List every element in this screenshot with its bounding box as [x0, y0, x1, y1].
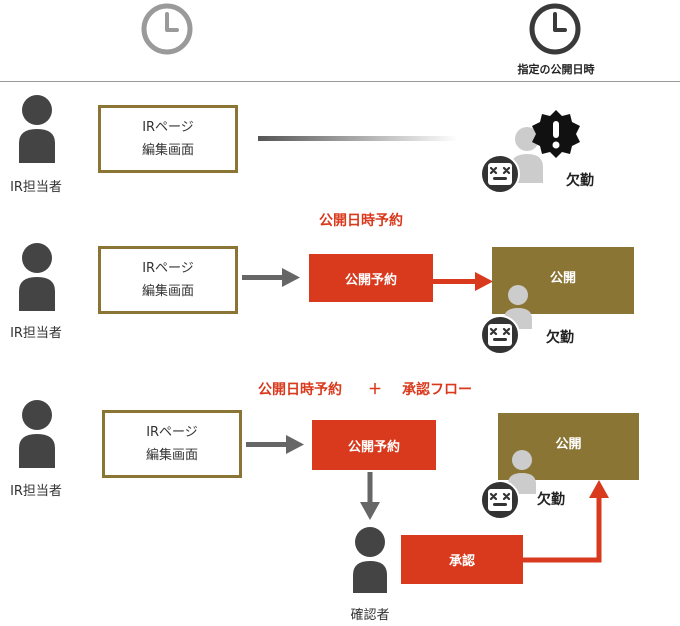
person-icon: [19, 400, 55, 468]
reserve-publish-box: 公開予約: [309, 254, 433, 302]
row-title-part2: 承認フロー: [402, 382, 472, 398]
actor-label: IR担当者: [10, 326, 62, 341]
edit-screen-box: IRページ 編集画面: [98, 105, 238, 173]
person-icon: [19, 95, 55, 163]
edit-screen-box: IRページ 編集画面: [102, 410, 242, 478]
absent-label: 欠勤: [566, 173, 594, 189]
clock-icon: [141, 3, 193, 55]
edit-line-2: 編集画面: [141, 143, 194, 158]
actor-label: IR担当者: [10, 484, 62, 499]
edit-line-1: IRページ: [142, 120, 194, 135]
absent-label: 欠勤: [537, 492, 565, 508]
edit-line-1: IRページ: [146, 425, 198, 440]
arrow-red: [433, 272, 493, 291]
edit-line-2: 編集画面: [145, 448, 198, 463]
approve-box: 承認: [401, 535, 523, 584]
arrow-gray-down: [360, 472, 380, 520]
absent-label: 欠勤: [546, 330, 574, 346]
exclamation-badge-icon: [532, 110, 580, 158]
edit-screen-box: IRページ 編集画面: [98, 246, 238, 314]
edit-line-1: IRページ: [142, 261, 194, 276]
edit-line-2: 編集画面: [141, 284, 194, 299]
arrow-red-up: [523, 480, 609, 563]
person-icon: [19, 243, 55, 311]
header-divider: [0, 81, 680, 82]
row-title: 公開日時予約: [319, 213, 403, 229]
row-title-plus: ＋: [368, 382, 382, 398]
dead-face-icon: [480, 154, 520, 194]
row-title-part1: 公開日時予約: [258, 382, 342, 398]
scheduled-time-label: 指定の公開日時: [517, 63, 595, 76]
arrow-gray: [246, 435, 304, 454]
clock-icon: [529, 3, 581, 55]
approver-person-icon: [353, 527, 387, 593]
arrow-gray: [242, 268, 300, 287]
dead-face-icon: [480, 315, 520, 355]
fading-line: [258, 136, 458, 141]
approver-label: 確認者: [350, 608, 390, 623]
reserve-publish-box: 公開予約: [312, 420, 436, 470]
dead-face-icon: [480, 480, 520, 520]
actor-label: IR担当者: [10, 180, 62, 195]
